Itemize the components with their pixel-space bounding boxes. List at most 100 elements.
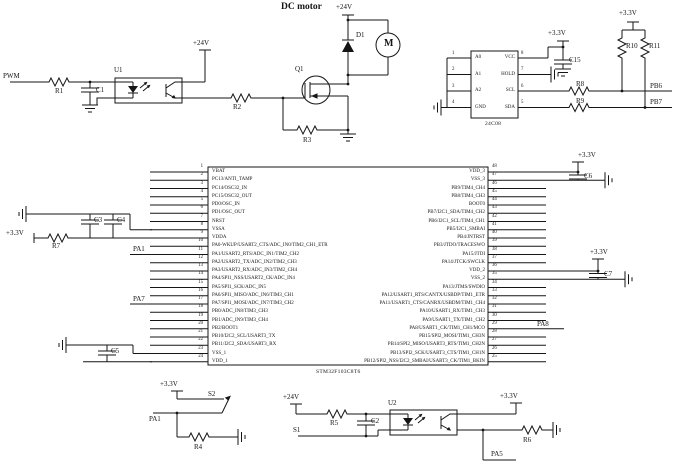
ground-icon [624, 270, 633, 288]
eeprom-pin-name: A0 [475, 55, 482, 60]
mcu-pin-name: PB7/I2C1_SDA/TIM4_CH2 [427, 210, 485, 216]
u1-emitter-arrow-icon [171, 94, 176, 99]
optocoupler-u1-body [114, 77, 183, 104]
label-r8: R8 [576, 80, 585, 88]
ground-icon [81, 104, 99, 113]
mcu-pin-name: PA2/USART2_TX/ADC_IN2/TIM2_CH3 [212, 259, 297, 265]
eeprom-pin-number: 1 [452, 50, 455, 56]
label-r2: R2 [233, 103, 242, 111]
mcu-pin-number: 28 [492, 329, 497, 335]
mcu-pin-number: 32 [492, 296, 497, 302]
mcu-pin-name: PA4/SPI1_NSS/USART2_CK/ADC_IN4 [212, 276, 295, 282]
ground-icon [554, 68, 572, 77]
label-r3: R3 [303, 136, 312, 144]
label-r4: R4 [194, 443, 203, 451]
mcu-pin-name: VDD_3 [469, 169, 485, 174]
label-r9: R9 [576, 96, 585, 105]
mcu-pin-name: PA9/USART1_TX/TIM1_CH2 [422, 317, 485, 323]
label-c15: C15 [569, 56, 581, 64]
mcu-pin-number: 7 [200, 213, 203, 219]
u2-emitter-arrow-icon [446, 426, 451, 431]
mcu-pin-name: PA6/SPI1_MISO/ADC_IN6/TIM3_CH1 [212, 292, 294, 298]
eeprom-pin-number: 7 [521, 67, 524, 72]
ground-icon [18, 205, 27, 223]
mcu-pin-name: PB15/SPI2_MOSI/TIM1_CH3N [419, 334, 485, 339]
wires-driver-stage [282, 14, 389, 134]
label-q1: Q1 [295, 65, 304, 73]
resistor-r2 [226, 93, 258, 103]
mcu-pin-name: PB6/I2C1_SCL/TIM4_CH1 [428, 218, 485, 224]
mcu-pin-number: 47 [492, 172, 497, 178]
mcu-pin-number: 48 [492, 164, 497, 170]
eeprom-pin-name: VCC [504, 55, 515, 60]
resistor-r6 [517, 425, 549, 435]
label-c2: C2 [371, 417, 380, 425]
power-label-33v-c7: +3.3V [590, 248, 608, 256]
mcu-pin-number: 42 [492, 213, 497, 219]
mcu-pin-name: PB0/ADC_IN8/TIM3_CH3 [212, 309, 268, 315]
mcu-pin-name: PB5/I2C1_SMBAI [446, 226, 485, 232]
mcu-pin-number: 31 [492, 304, 497, 310]
label-c3: C3 [94, 216, 103, 224]
label-u1: U1 [114, 66, 123, 74]
mcu-pin-number: 29 [492, 320, 497, 326]
eeprom-pin-number: 8 [521, 50, 524, 56]
resistor-r9 [564, 103, 596, 112]
mcu-pin-name: PB11/I2C2_SDA/USART3_RX [212, 342, 277, 348]
label-d1: D1 [356, 31, 365, 39]
label-r1: R1 [55, 87, 64, 95]
label-r10: R10 [626, 42, 638, 50]
mcu-pin-name: VSS_2 [470, 276, 485, 282]
mcu-pin-number: 39 [492, 238, 497, 244]
motor-m-label: M [384, 38, 394, 49]
label-r7: R7 [52, 242, 61, 250]
mosfet-q1-body [301, 75, 331, 105]
mcu-pin-name: PA12/USART1_RTS/CANTX/USBDP/TIM1_ETR [381, 292, 485, 298]
eeprom-pin-number: 4 [452, 100, 455, 105]
eeprom-pin-name: A1 [475, 71, 482, 77]
eeprom-pin-name: SDA [504, 104, 515, 110]
label-c7: C7 [604, 269, 613, 278]
mcu-pin-name: PA13/JTMS/SWDIO [442, 284, 485, 290]
mcu-pin-name: BOOT0 [468, 202, 485, 207]
mcu-pin-name: PA15/JTDI [462, 251, 485, 257]
mcu-pin-number: 17 [198, 296, 203, 302]
mcu-pin-number: 1 [200, 164, 203, 170]
eeprom-24c08-body [470, 50, 519, 119]
mcu-pin-number: 27 [492, 337, 497, 343]
mcu-pin-number: 37 [492, 254, 497, 260]
mcu-pin-name: PB3/JTDO/TRACESWO [433, 243, 485, 249]
resistor-r7 [43, 233, 75, 243]
eeprom-pin-number: 2 [452, 67, 455, 72]
mcu-pin-name: PD1/OSC_OUT [212, 210, 245, 216]
mcu-pin-name: VDD_1 [212, 358, 228, 364]
resistor-r4 [184, 432, 216, 442]
label-c5: C5 [111, 347, 120, 355]
mcu-part-number: STM32F103C8T6 [316, 369, 361, 375]
mcu-pin-number: 14 [198, 271, 203, 277]
mcu-pin-stubs [150, 171, 546, 363]
mcu-pin-number: 41 [492, 221, 497, 227]
power-label-33v-r7: +3.3V [6, 229, 24, 237]
eeprom-pin-number: 3 [452, 83, 455, 89]
mcu-pin-number: 25 [492, 353, 497, 359]
mcu-pin-number: 35 [492, 271, 497, 277]
mcu-pin-number: 10 [198, 238, 203, 244]
mcu-pin-name: PD0/OSC_IN [212, 202, 240, 207]
mcu-pin-number: 36 [492, 263, 497, 269]
mcu-pin-name: PB9/TIM4_CH4 [451, 185, 485, 191]
mcu-pin-number: 8 [200, 221, 203, 227]
mcu-pin-number: 9 [200, 230, 203, 236]
net-label-pa5: PA5 [491, 450, 503, 458]
net-label-pb7: PB7 [650, 98, 663, 106]
page-title: DC motor [281, 2, 322, 12]
net-label-pa8: PA8 [537, 319, 549, 328]
eeprom-pin-number: 6 [521, 83, 524, 89]
mcu-pin-number: 30 [492, 312, 497, 318]
wires-eeprom [441, 21, 672, 108]
led-u1-icon [128, 86, 138, 93]
eeprom-pin-name: SCL [505, 88, 515, 93]
net-label-pa1-bottom: PA1 [149, 415, 161, 423]
mcu-pin-name: PB13/SPI2_SCK/USART3_CTS/TIM1_CH1N [390, 350, 485, 356]
